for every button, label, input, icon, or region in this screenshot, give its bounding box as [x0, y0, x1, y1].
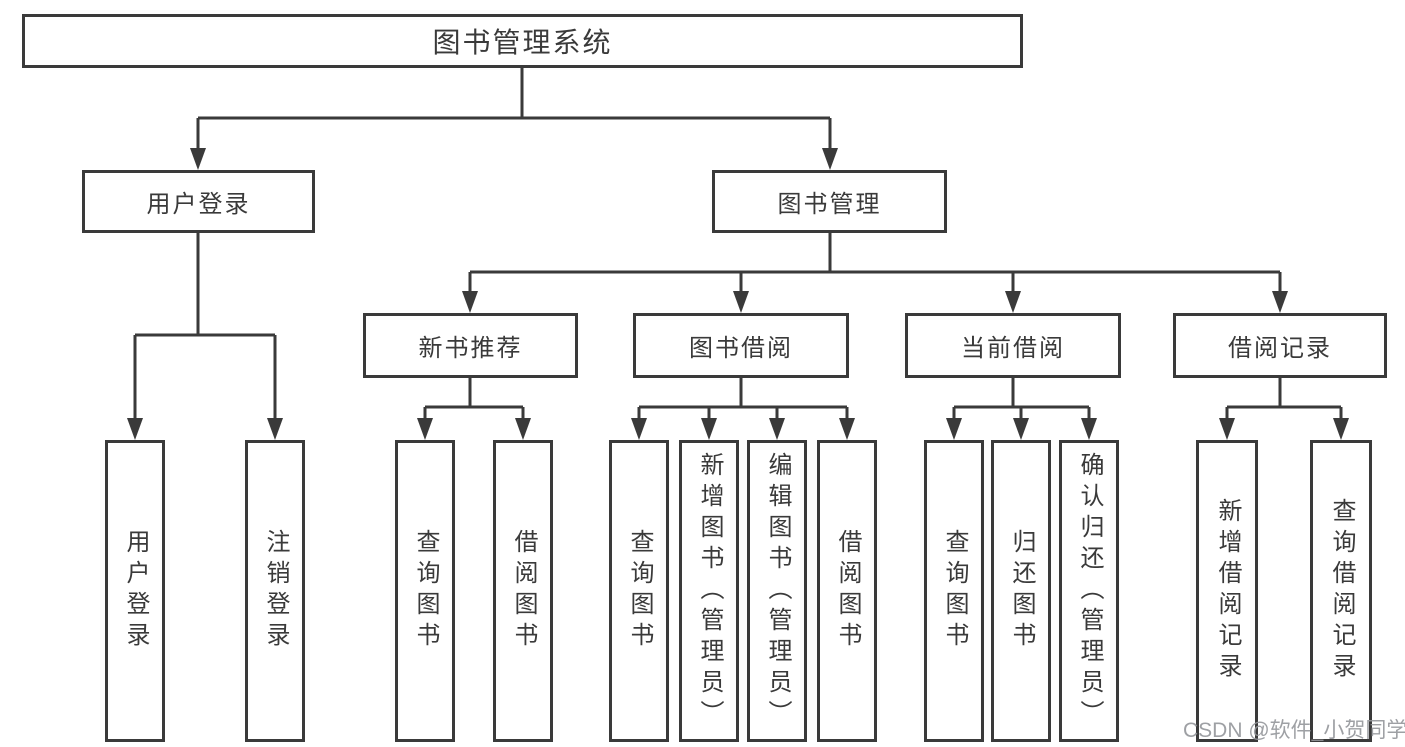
leaf-label: 查询借阅记录 — [1328, 498, 1355, 684]
node-borrow-records: 借阅记录 — [1173, 313, 1387, 378]
node-borrow-records-label: 借阅记录 — [1228, 335, 1332, 362]
leaf-label: 新增借阅记录 — [1214, 498, 1241, 684]
leaf-borrow-books-recommend: 借阅图书 — [493, 440, 553, 742]
leaf-edit-books-admin: 编辑图书（管理员） — [747, 440, 807, 742]
node-user-login: 用户登录 — [82, 170, 315, 233]
node-new-book-recommend-label: 新书推荐 — [418, 335, 523, 362]
leaf-return-books: 归还图书 — [991, 440, 1051, 742]
node-book-management: 图书管理 — [712, 170, 947, 233]
leaf-label: 借阅图书 — [834, 529, 861, 653]
leaf-query-books-borrow: 查询图书 — [609, 440, 669, 742]
leaf-query-borrow-record: 查询借阅记录 — [1310, 440, 1372, 742]
node-current-borrow: 当前借阅 — [905, 313, 1121, 378]
leaf-add-borrow-record: 新增借阅记录 — [1196, 440, 1258, 742]
leaf-label: 查询图书 — [941, 529, 968, 653]
leaf-label: 新增图书（管理员） — [696, 451, 723, 731]
leaf-query-books-recommend: 查询图书 — [395, 440, 455, 742]
leaf-borrow-books: 借阅图书 — [817, 440, 877, 742]
leaf-user-login: 用户登录 — [105, 440, 165, 742]
leaf-label: 用户登录 — [122, 529, 149, 653]
leaf-label: 查询图书 — [626, 529, 653, 653]
node-current-borrow-label: 当前借阅 — [961, 335, 1065, 362]
node-book-management-label: 图书管理 — [777, 191, 882, 218]
watermark: CSDN @软件_小贺同学 — [1183, 719, 1405, 742]
leaf-label: 编辑图书（管理员） — [764, 451, 791, 731]
node-root: 图书管理系统 — [22, 14, 1023, 68]
leaf-label: 确认归还（管理员） — [1076, 451, 1103, 731]
leaf-logout: 注销登录 — [245, 440, 305, 742]
arrowheads — [127, 148, 1349, 440]
node-user-login-label: 用户登录 — [146, 191, 251, 218]
node-new-book-recommend: 新书推荐 — [363, 313, 578, 378]
leaf-query-books-current: 查询图书 — [924, 440, 984, 742]
leaf-label: 注销登录 — [262, 529, 289, 653]
leaf-add-books-admin: 新增图书（管理员） — [679, 440, 739, 742]
node-root-label: 图书管理系统 — [432, 27, 613, 58]
leaf-label: 借阅图书 — [510, 529, 537, 653]
leaf-label: 归还图书 — [1008, 529, 1035, 653]
node-book-borrow-label: 图书借阅 — [689, 335, 793, 362]
leaf-confirm-return-admin: 确认归还（管理员） — [1059, 440, 1119, 742]
node-book-borrow: 图书借阅 — [633, 313, 849, 378]
leaf-label: 查询图书 — [412, 529, 439, 653]
